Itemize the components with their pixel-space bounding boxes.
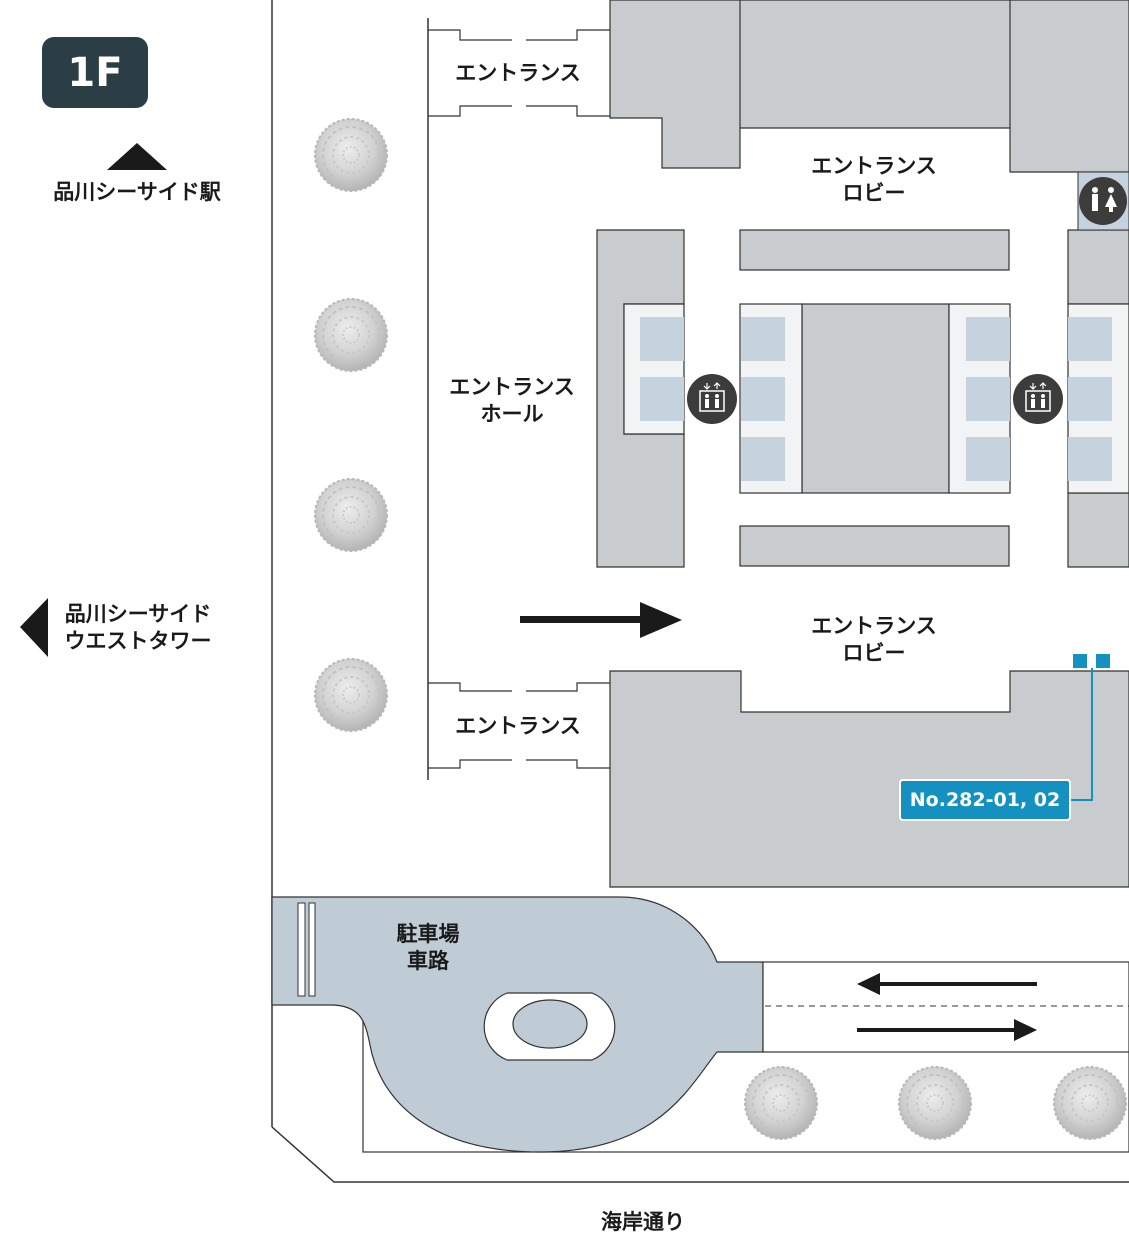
- west-tower-label-2: ウエストタワー: [65, 629, 212, 653]
- hall-label-2: ホール: [481, 402, 544, 426]
- map-labels: 品川シーサイド駅 品川シーサイド ウエストタワー エントランス エントランス ロ…: [53, 61, 937, 1234]
- lobby-top-label-1: エントランス: [811, 154, 937, 178]
- tree-icon: [314, 478, 388, 552]
- entry-arrow-icon: [520, 602, 682, 638]
- north-arrow-icon: [107, 143, 167, 170]
- lobby-bottom-label-1: エントランス: [811, 614, 937, 638]
- parking-area: [271, 896, 1129, 1153]
- street-label: 海岸通り: [601, 1210, 685, 1234]
- parking-label-2: 車路: [407, 949, 450, 973]
- unit-marker: [1070, 654, 1110, 801]
- tree-icon: [744, 1066, 818, 1140]
- elevator-banks: [623, 303, 1129, 494]
- west-tower-label-1: 品川シーサイド: [65, 602, 212, 626]
- west-arrow-icon: [20, 598, 48, 657]
- entrance-top-label: エントランス: [455, 61, 581, 85]
- lobby-top-label-2: ロビー: [843, 181, 906, 205]
- traffic-arrow-left-icon: [857, 973, 1037, 995]
- entrance-frame-bottom: [428, 682, 610, 769]
- tree-icon: [1053, 1066, 1127, 1140]
- parking-label-1: 駐車場: [397, 922, 460, 946]
- lobby-bottom-label-2: ロビー: [843, 641, 906, 665]
- traffic-arrow-right-icon: [857, 1019, 1037, 1041]
- entrance-bottom-label: エントランス: [455, 714, 581, 738]
- floor-badge: 1F: [42, 37, 148, 108]
- restroom-icon: [1077, 171, 1129, 231]
- hall-label-1: エントランス: [449, 375, 575, 399]
- unit-number-tag: No.282-01, 02: [899, 779, 1071, 821]
- entrance-frame-top: [428, 29, 610, 117]
- elevator-icon: [687, 374, 737, 424]
- tree-icon: [314, 298, 388, 372]
- building-blocks: [596, 0, 1129, 888]
- tree-icon: [314, 118, 388, 192]
- elevator-icon: [1013, 374, 1063, 424]
- tree-icon: [314, 658, 388, 732]
- tree-icon: [898, 1066, 972, 1140]
- station-label: 品川シーサイド駅: [53, 180, 222, 204]
